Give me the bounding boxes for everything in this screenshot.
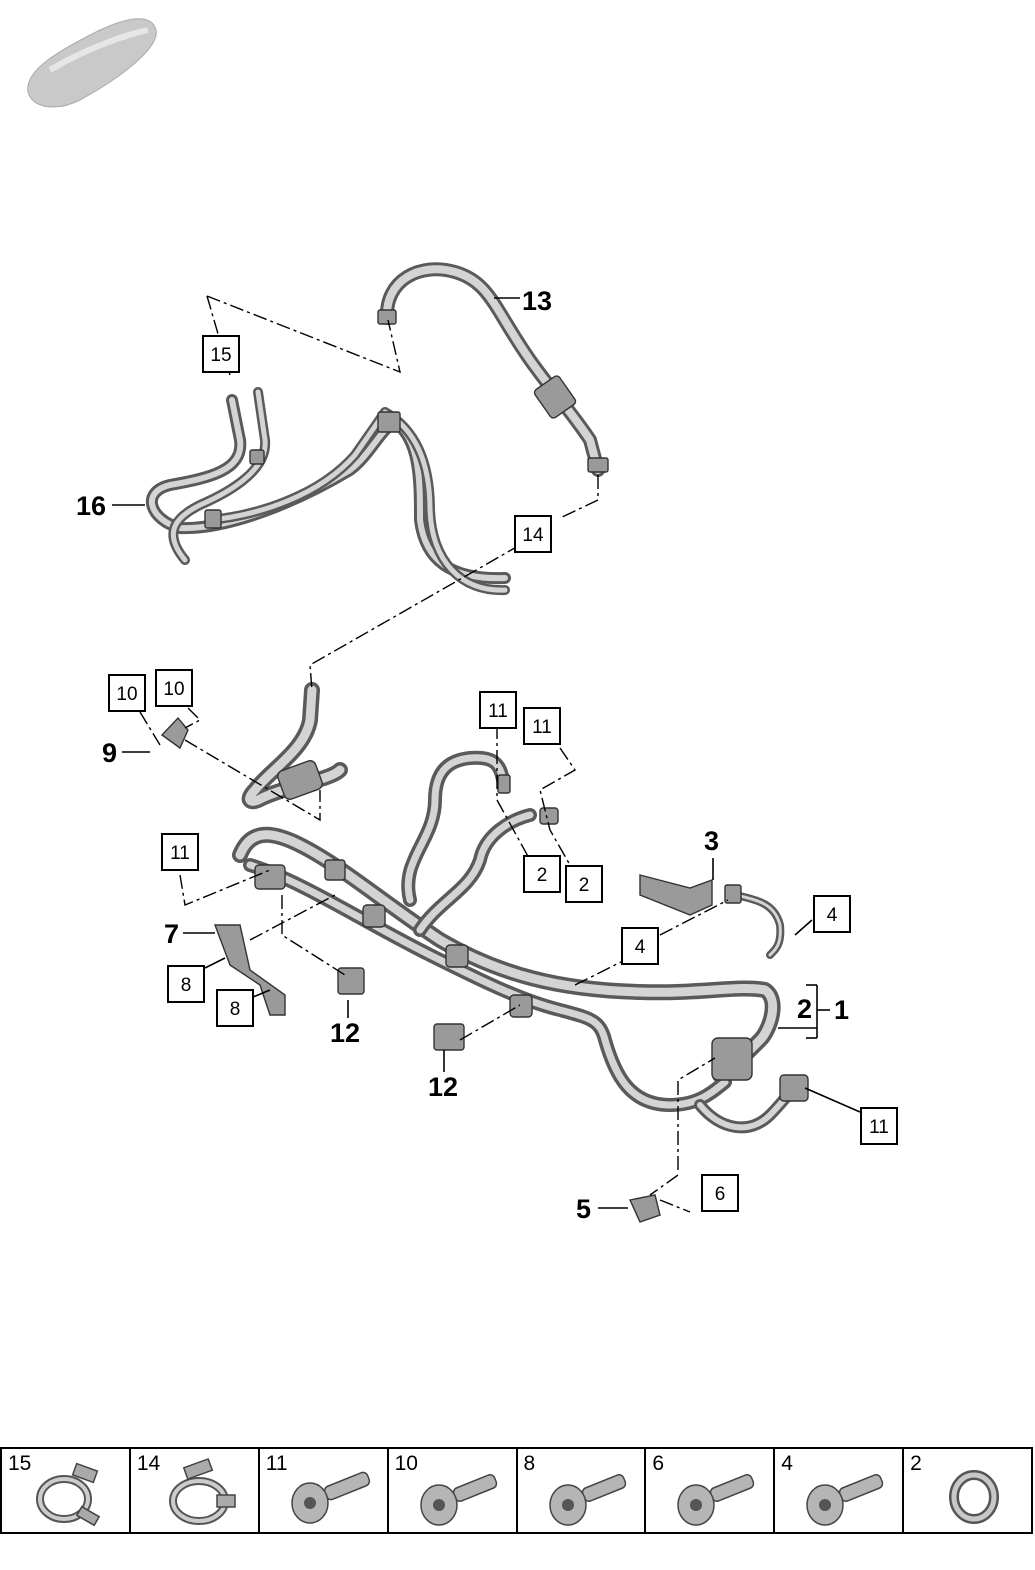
- callout-5: 5: [576, 1194, 591, 1224]
- boxed-label-text: 15 14 10 10 11 11 11 11 2 2 4 4 8 8 6: [116, 345, 888, 1205]
- small-parts-strip: 15 14 11 10 8: [0, 1447, 1033, 1534]
- strip-number: 15: [8, 1452, 32, 1475]
- callout-1: 1: [834, 995, 849, 1025]
- bracket-9: [160, 716, 189, 750]
- connector-12b: [433, 1023, 465, 1051]
- connector-12a: [337, 967, 365, 995]
- coolant-line-assembly-1: [232, 682, 809, 1134]
- sealing-ring-icon: [949, 1470, 1000, 1524]
- svg-text:11: 11: [170, 843, 190, 864]
- svg-text:15: 15: [210, 345, 231, 366]
- strip-cell-2: 2: [904, 1449, 1031, 1532]
- box-10b: [155, 669, 193, 707]
- assembly-dash-lines: [139, 295, 729, 1213]
- exploded-parts-diagram: 13 16 9 3 7 2 1 12 12 5 15 14 10 10 11 1…: [27, 18, 898, 1224]
- strip-number: 2: [910, 1452, 922, 1475]
- svg-text:8: 8: [230, 999, 241, 1020]
- box-11a: [479, 691, 517, 729]
- callout-16: 16: [76, 491, 106, 521]
- bracket-5: [628, 1194, 661, 1223]
- screw-icon: [291, 1471, 370, 1524]
- box-8b: [216, 989, 254, 1027]
- hose-clamp-icon: [168, 1457, 236, 1525]
- strip-cell-4: 4: [775, 1449, 905, 1532]
- box-11c: [161, 833, 199, 871]
- svg-text:11: 11: [869, 1117, 889, 1138]
- callout-labels: 13 16 9 3 7 2 1 12 12 5: [76, 286, 849, 1224]
- box-15: [202, 335, 240, 373]
- hose-clamp-icon: [36, 1462, 101, 1527]
- strip-number: 10: [394, 1452, 418, 1475]
- strip-number: 4: [781, 1452, 793, 1475]
- svg-text:10: 10: [163, 679, 184, 700]
- callout-7: 7: [164, 919, 179, 949]
- vehicle-silhouette-icon: [27, 18, 157, 108]
- box-2a: [523, 855, 561, 893]
- bracket-3: [639, 874, 785, 959]
- leader-lines: [112, 297, 861, 1209]
- strip-cell-11: 11: [260, 1449, 389, 1532]
- strip-cell-10: 10: [389, 1449, 518, 1532]
- svg-text:4: 4: [635, 937, 646, 958]
- hose-bundle-16: [145, 387, 511, 596]
- callout-9: 9: [102, 738, 117, 768]
- strip-number: 14: [136, 1452, 161, 1475]
- box-11d: [860, 1107, 898, 1145]
- svg-text:8: 8: [181, 975, 192, 996]
- box-11b: [523, 707, 561, 745]
- box-4a: [813, 895, 851, 933]
- screw-icon: [677, 1474, 755, 1526]
- callout-13: 13: [522, 286, 552, 316]
- svg-text:11: 11: [488, 701, 508, 722]
- coolant-pipe-13: [377, 262, 609, 477]
- svg-text:11: 11: [532, 717, 552, 738]
- strip-cell-8: 8: [518, 1449, 647, 1532]
- callout-3: 3: [704, 826, 719, 856]
- svg-text:4: 4: [827, 905, 838, 926]
- strip-number: 11: [265, 1452, 288, 1475]
- boxed-labels: [108, 335, 898, 1212]
- strip-cell-15: 15: [2, 1449, 131, 1532]
- box-2b: [565, 865, 603, 903]
- box-8a: [167, 965, 205, 1003]
- svg-text:2: 2: [579, 875, 590, 896]
- strip-number: 6: [652, 1452, 665, 1475]
- strip-cell-6: 6: [646, 1449, 776, 1532]
- box-14: [514, 515, 552, 553]
- box-6: [701, 1174, 739, 1212]
- strip-number: 8: [523, 1452, 536, 1475]
- strip-cell-14: 14: [131, 1449, 260, 1532]
- box-10a: [108, 674, 146, 712]
- svg-text:2: 2: [537, 865, 548, 886]
- svg-text:6: 6: [715, 1184, 726, 1205]
- svg-text:14: 14: [522, 525, 544, 546]
- callout-12b: 12: [428, 1072, 458, 1102]
- box-4b: [621, 927, 659, 965]
- screw-icon: [419, 1474, 497, 1526]
- screw-icon: [806, 1474, 884, 1526]
- callout-2: 2: [797, 994, 812, 1024]
- svg-text:10: 10: [116, 684, 137, 705]
- screw-icon: [548, 1474, 626, 1526]
- bracket-7: [213, 924, 286, 1016]
- callout-12a: 12: [330, 1018, 360, 1048]
